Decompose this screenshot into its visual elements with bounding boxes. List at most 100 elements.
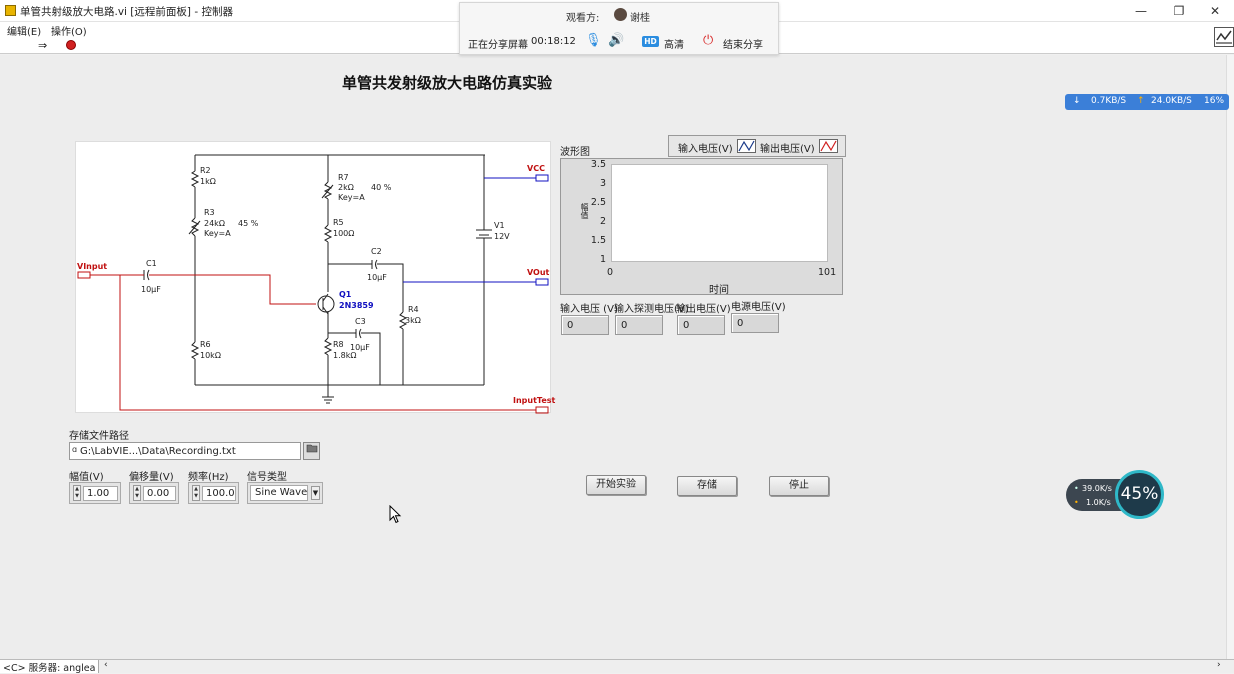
signal-type-select[interactable]: Sine Wave	[250, 485, 308, 501]
frequency-input[interactable]: 100.00	[202, 486, 236, 501]
plot-canvas	[612, 165, 827, 261]
legend-output-voltage[interactable]: 输出电压(V)	[760, 144, 815, 155]
y-axis-label: 幅值	[580, 203, 589, 219]
sharing-status: 正在分享屏幕	[468, 40, 528, 51]
amplitude-label: 幅值(V)	[69, 472, 104, 483]
r5-value: 100Ω	[333, 229, 355, 238]
x-tick: 0	[607, 267, 614, 278]
download-dot-icon: •	[1074, 498, 1079, 507]
input-probe-voltage-value: 0	[621, 320, 628, 331]
chevron-down-icon[interactable]: ▼	[311, 486, 320, 500]
amplitude-control[interactable]: ▲▼ 1.00	[69, 482, 121, 504]
abort-icon[interactable]	[66, 40, 76, 50]
panel-title: 单管共发射级放大电路仿真实验	[342, 74, 553, 92]
maximize-button[interactable]: ❐	[1173, 4, 1185, 18]
circuit-schematic: R2 1kΩ R3 24kΩ Key=A 45 % R7 2kΩ Key=A 4…	[75, 141, 555, 414]
r7-label: R7	[338, 173, 349, 182]
r7-percent: 40 %	[371, 183, 392, 192]
legend-input-voltage[interactable]: 输入电压(V)	[678, 144, 733, 155]
r5-label: R5	[333, 218, 344, 227]
frequency-control[interactable]: ▲▼ 100.00	[188, 482, 239, 504]
folder-icon	[306, 444, 317, 453]
v1-label: V1	[494, 221, 505, 230]
legend-input-swatch[interactable]	[737, 139, 756, 153]
output-voltage-value: 0	[683, 320, 690, 331]
r4-value: 3kΩ	[405, 316, 421, 325]
vertical-scrollbar[interactable]	[1226, 55, 1234, 659]
run-arrow-icon[interactable]: ⇒	[38, 39, 48, 52]
amplitude-input[interactable]: 1.00	[83, 486, 118, 501]
x-axis-label: 时间	[709, 285, 729, 296]
quality-label[interactable]: 高清	[664, 40, 684, 51]
output-voltage-label: 输出电压(V)	[676, 304, 731, 315]
r7-value: 2kΩ	[338, 183, 354, 192]
frequency-stepper[interactable]: ▲▼	[192, 485, 200, 501]
download-arrow-icon: ↓	[1073, 96, 1081, 106]
y-tick: 3	[599, 178, 606, 189]
c2-label: C2	[371, 247, 382, 256]
plot-area[interactable]	[611, 164, 828, 262]
start-experiment-button[interactable]: 开始实验	[586, 475, 646, 495]
r2-label: R2	[200, 166, 211, 175]
signal-type-label: 信号类型	[247, 472, 287, 483]
r3-key: Key=A	[204, 229, 231, 238]
inputtest-label: InputTest	[513, 396, 556, 405]
offset-stepper[interactable]: ▲▼	[133, 485, 141, 501]
y-tick: 2.5	[590, 197, 606, 208]
r2-value: 1kΩ	[200, 177, 216, 186]
menu-edit[interactable]: 编辑(E)	[7, 27, 42, 38]
c2-value: 10µF	[367, 273, 387, 282]
supply-voltage-value: 0	[737, 318, 744, 329]
scroll-right-icon[interactable]: ›	[1217, 660, 1221, 670]
r6-value: 10kΩ	[200, 351, 221, 360]
power-icon[interactable]: ⏻	[703, 33, 714, 48]
plot-legend[interactable]	[668, 135, 846, 157]
legend-output-swatch[interactable]	[819, 139, 838, 153]
file-path-input[interactable]: G:\LabVIE...\Data\Recording.txt	[69, 442, 301, 460]
close-button[interactable]: ✕	[1209, 4, 1221, 18]
labview-app-icon	[5, 5, 16, 16]
upload-speed: 24.0KB/S	[1151, 96, 1192, 106]
amplitude-stepper[interactable]: ▲▼	[73, 485, 81, 501]
r7-key: Key=A	[338, 193, 365, 202]
r3-value: 24kΩ	[204, 219, 225, 228]
r4-label: R4	[408, 305, 419, 314]
cpu-percent: 16%	[1204, 96, 1225, 106]
x-tick: 101	[818, 267, 837, 278]
download-rate: 1.0K/s	[1086, 498, 1111, 507]
network-speed-widget: ↓ 0.7KB/S ↑ 24.0KB/S 16%	[1065, 94, 1229, 110]
share-timer: 00:18:12	[531, 36, 576, 47]
speaker-icon[interactable]: 🔊	[608, 33, 625, 48]
r6-label: R6	[200, 340, 211, 349]
offset-input[interactable]: 0.00	[143, 486, 176, 501]
c1-label: C1	[146, 259, 157, 268]
input-probe-voltage-indicator: 0	[615, 315, 663, 335]
status-bar	[0, 659, 1234, 673]
upload-rate: 39.0K/s	[1082, 484, 1112, 493]
y-tick: 2	[599, 216, 606, 227]
v1-value: 12V	[494, 232, 510, 241]
hd-icon[interactable]: HD	[642, 36, 659, 47]
schematic-wires	[77, 154, 549, 414]
frequency-label: 频率(Hz)	[188, 472, 229, 483]
offset-label: 偏移量(V)	[129, 472, 174, 483]
offset-control[interactable]: ▲▼ 0.00	[129, 482, 179, 504]
c3-label: C3	[355, 317, 366, 326]
end-share-button[interactable]: 结束分享	[723, 40, 763, 51]
y-tick: 1.5	[590, 235, 606, 246]
path-type-icon: ɑ	[72, 445, 78, 454]
c3-value: 10µF	[350, 343, 370, 352]
menu-operate[interactable]: 操作(O)	[51, 27, 87, 38]
minimize-button[interactable]: —	[1135, 4, 1147, 18]
microphone-icon[interactable]: 🎙	[585, 33, 602, 48]
upload-dot-icon: •	[1074, 484, 1079, 493]
scroll-left-icon[interactable]: ‹	[104, 660, 108, 670]
c1-value: 10µF	[141, 285, 161, 294]
r8-value: 1.8kΩ	[333, 351, 357, 360]
stop-button[interactable]: 停止	[769, 476, 829, 496]
file-path-label: 存储文件路径	[69, 431, 129, 442]
viewer-label: 观看方:	[566, 13, 600, 24]
save-button[interactable]: 存储	[677, 476, 737, 496]
browse-folder-button[interactable]	[303, 442, 320, 460]
download-speed: 0.7KB/S	[1091, 96, 1127, 106]
